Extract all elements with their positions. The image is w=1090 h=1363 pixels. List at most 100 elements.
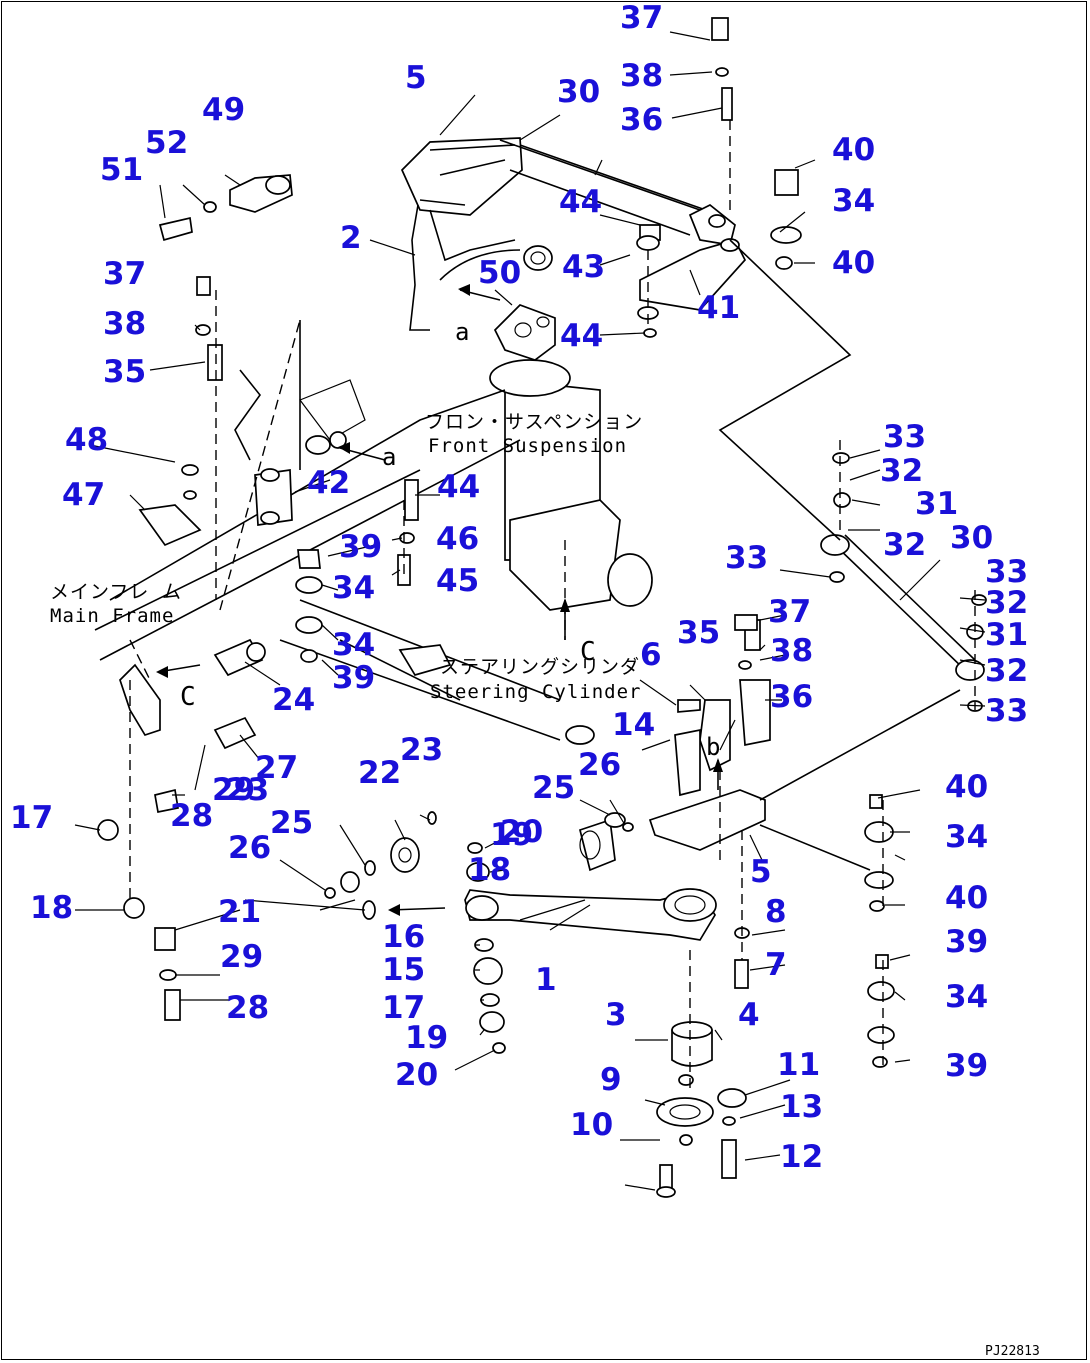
callout-48: 48 — [65, 422, 108, 458]
callout-5: 5 — [405, 60, 427, 96]
tie-rod-30 — [834, 534, 976, 671]
assembly-labels: フロン・サスペンション Front Suspension メインフレ ム Mai… — [50, 318, 1040, 1359]
callout-34: 34 — [832, 183, 875, 219]
callout-39: 39 — [339, 529, 382, 565]
callout-49: 49 — [202, 92, 245, 128]
assembly-axes — [129, 120, 976, 1090]
callout-46: 46 — [436, 521, 479, 557]
callout-35: 35 — [103, 354, 146, 390]
callout-32: 32 — [985, 585, 1028, 621]
view-marker-c-right: C — [580, 637, 597, 667]
label-front-suspension-jp: フロン・サスペンション — [425, 411, 643, 433]
callout-32: 32 — [880, 453, 923, 489]
callout-2: 2 — [340, 220, 362, 256]
callout-52: 52 — [145, 125, 188, 161]
callout-24: 24 — [272, 682, 315, 718]
callout-17: 17 — [10, 800, 53, 836]
callout-27: 27 — [255, 750, 298, 786]
callout-39: 39 — [945, 1048, 988, 1084]
callout-47: 47 — [62, 477, 105, 513]
bracket-5-lower — [648, 789, 766, 851]
callout-39: 39 — [332, 660, 375, 696]
view-marker-b: b — [706, 733, 721, 761]
callout-30: 30 — [950, 520, 993, 556]
callout-44: 44 — [559, 184, 602, 220]
callout-26: 26 — [578, 747, 621, 783]
callout-40: 40 — [832, 245, 875, 281]
callout-31: 31 — [985, 617, 1028, 653]
callout-35: 35 — [677, 615, 720, 651]
callout-45: 45 — [436, 563, 479, 599]
linework — [74, 17, 987, 1198]
suspension-arm — [409, 204, 516, 331]
callout-19: 19 — [405, 1020, 448, 1056]
callout-40: 40 — [945, 769, 988, 805]
callout-28: 28 — [226, 990, 269, 1026]
callout-9: 9 — [600, 1062, 622, 1098]
callout-1: 1 — [535, 962, 557, 998]
callout-12: 12 — [780, 1139, 823, 1175]
callout-40: 40 — [832, 132, 875, 168]
callout-17: 17 — [382, 990, 425, 1026]
callout-32: 32 — [883, 527, 926, 563]
callout-36: 36 — [620, 102, 663, 138]
callout-19: 19 — [490, 817, 533, 853]
label-main-frame-jp: メインフレ ム — [50, 581, 182, 603]
callout-32: 32 — [985, 653, 1028, 689]
callout-26: 26 — [228, 830, 271, 866]
callout-34: 34 — [945, 979, 988, 1015]
callout-34: 34 — [332, 570, 375, 606]
label-steering-cylinder-jp: ステアリングシリンダ — [440, 656, 640, 678]
callout-50: 50 — [478, 255, 521, 291]
callout-38: 38 — [620, 58, 663, 94]
callout-39: 39 — [945, 924, 988, 960]
callout-11: 11 — [777, 1047, 820, 1083]
callout-31: 31 — [915, 486, 958, 522]
callout-33: 33 — [725, 540, 768, 576]
callout-37: 37 — [620, 0, 663, 36]
callout-34: 34 — [945, 819, 988, 855]
callout-44: 44 — [437, 469, 480, 505]
callout-22: 22 — [358, 755, 401, 791]
drawing-code: PJ22813 — [985, 1344, 1040, 1359]
callout-42: 42 — [307, 465, 350, 501]
callout-33: 33 — [883, 419, 926, 455]
callout-18: 18 — [468, 852, 511, 888]
callout-20: 20 — [500, 814, 543, 850]
callout-30: 30 — [557, 74, 600, 110]
callout-16: 16 — [382, 919, 425, 955]
callout-8: 8 — [765, 894, 787, 930]
callout-25: 25 — [270, 805, 313, 841]
callout-25: 25 — [532, 770, 575, 806]
callout-37: 37 — [103, 256, 146, 292]
callout-23: 23 — [400, 732, 443, 768]
callout-3: 3 — [605, 997, 627, 1033]
label-main-frame-en: Main Frame — [50, 605, 174, 627]
callout-38: 38 — [103, 306, 146, 342]
callout-13: 13 — [780, 1089, 823, 1125]
callout-33: 33 — [985, 693, 1028, 729]
callout-7: 7 — [765, 947, 787, 983]
callout-18: 18 — [30, 890, 73, 926]
view-marker-c-left: C — [180, 682, 197, 712]
callout-38: 38 — [770, 633, 813, 669]
callout-28: 28 — [170, 798, 213, 834]
label-steering-cylinder-en: Steering Cylinder — [430, 681, 641, 703]
callout-37: 37 — [768, 594, 811, 630]
callout-51: 51 — [100, 152, 143, 188]
callout-33: 33 — [985, 554, 1028, 590]
callout-21: 21 — [218, 894, 261, 930]
label-front-suspension-en: Front Suspension — [428, 435, 627, 457]
callout-34: 34 — [332, 627, 375, 663]
view-marker-a-upper: a — [455, 318, 470, 346]
callout-29: 29 — [220, 939, 263, 975]
callout-29: 29 — [212, 772, 255, 808]
callout-10: 10 — [570, 1107, 613, 1143]
callout-20: 20 — [395, 1057, 438, 1093]
callout-14: 14 — [612, 707, 655, 743]
callout-36: 36 — [770, 679, 813, 715]
view-marker-a-lower: a — [382, 443, 397, 471]
